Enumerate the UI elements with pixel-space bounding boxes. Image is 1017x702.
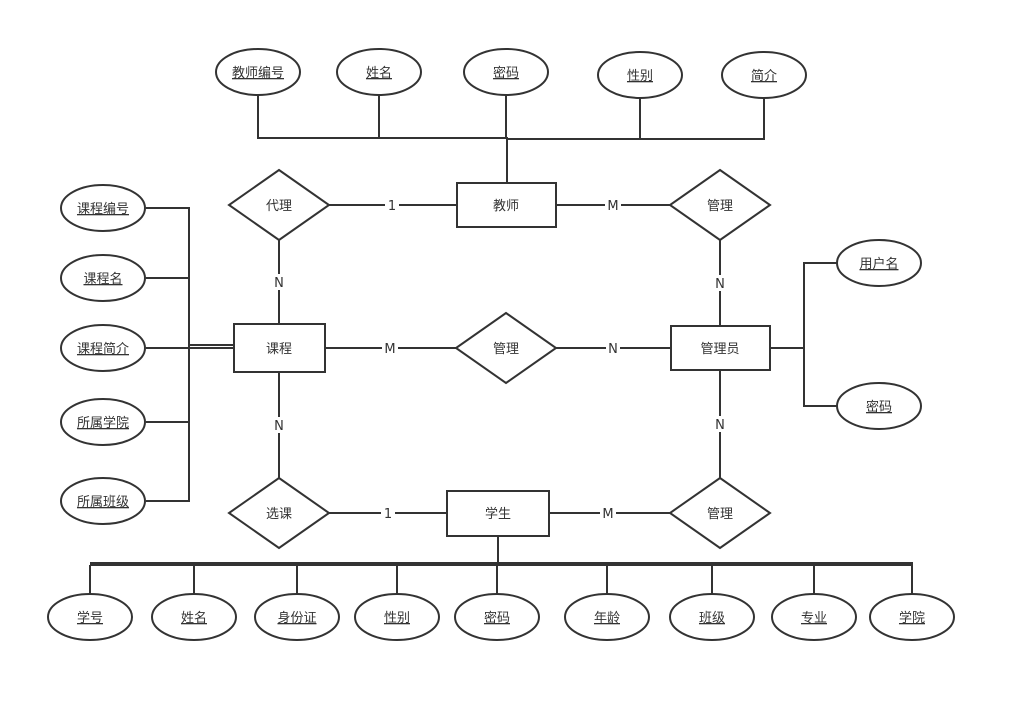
attribute-label: 年龄 bbox=[594, 611, 620, 626]
relationship-select: 选课 bbox=[227, 476, 331, 550]
admin-attr-line bbox=[803, 262, 837, 407]
attribute-label: 班级 bbox=[699, 611, 725, 626]
attribute-label: 课程编号 bbox=[77, 202, 129, 217]
attribute-label: 密码 bbox=[484, 610, 510, 626]
admin-attributes: 用户名 密码 bbox=[836, 239, 922, 430]
attribute-label: 课程简介 bbox=[77, 341, 129, 357]
attribute-ellipse bbox=[564, 593, 650, 641]
entity-label: 课程 bbox=[266, 342, 292, 357]
attribute-label: 姓名 bbox=[181, 610, 207, 626]
card-label: M bbox=[607, 199, 618, 214]
teacher-attr-line-5 bbox=[640, 98, 765, 140]
attribute-ellipse bbox=[336, 48, 422, 96]
entity-admin: 管理员 bbox=[670, 325, 771, 371]
student-attributes: 学号 姓名 身份证 性别 密码 年龄 班级 专业 学院 bbox=[47, 593, 955, 641]
entity-student: 学生 bbox=[446, 490, 550, 537]
relationship-manage-bottom: 管理 bbox=[668, 476, 772, 550]
card-label: N bbox=[608, 342, 618, 357]
relationship-label: 选课 bbox=[266, 507, 292, 522]
attribute-label: 学号 bbox=[77, 610, 103, 626]
attribute-ellipse bbox=[215, 48, 301, 96]
entity-course: 课程 bbox=[233, 323, 326, 373]
attribute-label: 专业 bbox=[801, 611, 827, 626]
attribute-label: 学院 bbox=[899, 610, 925, 626]
attribute-label: 身份证 bbox=[277, 610, 316, 626]
teacher-attr-line-4 bbox=[507, 98, 641, 140]
entity-label: 学生 bbox=[485, 506, 511, 522]
relationship-manage-top: 管理 bbox=[668, 168, 772, 242]
card-label: N bbox=[274, 276, 284, 291]
attribute-ellipse bbox=[869, 593, 955, 641]
attribute-ellipse bbox=[836, 239, 922, 287]
card-label: N bbox=[274, 419, 284, 434]
card-label: M bbox=[384, 342, 395, 357]
course-attr-line-1 bbox=[146, 207, 190, 502]
relationship-manage-mid: 管理 bbox=[454, 311, 558, 385]
card-label: 1 bbox=[384, 507, 392, 522]
attribute-ellipse bbox=[454, 593, 540, 641]
attribute-label: 教师编号 bbox=[232, 65, 284, 81]
teacher-attr-line-1 bbox=[257, 95, 508, 183]
relationship-label: 代理 bbox=[266, 199, 292, 214]
cardinality-labels: 1 N M N M N N 1 M N bbox=[272, 197, 727, 522]
attribute-label: 简介 bbox=[751, 68, 777, 84]
attribute-ellipse bbox=[60, 398, 146, 446]
card-label: N bbox=[715, 277, 725, 292]
attribute-label: 所属学院 bbox=[77, 415, 129, 431]
relationship-label: 管理 bbox=[493, 342, 519, 357]
attribute-ellipse bbox=[60, 254, 146, 302]
teacher-attributes: 教师编号 姓名 密码 性别 简介 bbox=[215, 48, 807, 99]
attribute-ellipse bbox=[354, 593, 440, 641]
attribute-ellipse bbox=[597, 51, 683, 99]
attribute-ellipse bbox=[151, 593, 237, 641]
attribute-label: 性别 bbox=[627, 69, 653, 84]
card-label: 1 bbox=[388, 199, 396, 214]
attribute-ellipse bbox=[721, 51, 807, 99]
attribute-label: 课程名 bbox=[83, 271, 122, 287]
attribute-label: 姓名 bbox=[366, 65, 392, 81]
attribute-label: 用户名 bbox=[859, 256, 898, 272]
attribute-label: 性别 bbox=[384, 611, 410, 626]
attribute-label: 密码 bbox=[866, 399, 892, 415]
attribute-ellipse bbox=[669, 593, 755, 641]
course-attributes: 课程编号 课程名 课程简介 所属学院 所属班级 bbox=[60, 184, 146, 525]
attribute-ellipse bbox=[771, 593, 857, 641]
attribute-ellipse bbox=[254, 593, 340, 641]
entity-label: 教师 bbox=[493, 198, 519, 214]
card-label: M bbox=[602, 507, 613, 522]
attribute-ellipse bbox=[60, 324, 146, 372]
attribute-label: 密码 bbox=[493, 65, 519, 81]
card-label: N bbox=[715, 418, 725, 433]
attribute-label: 所属班级 bbox=[77, 495, 129, 510]
relationship-agent: 代理 bbox=[227, 168, 331, 242]
attribute-ellipse bbox=[60, 184, 146, 232]
entity-teacher: 教师 bbox=[456, 182, 557, 228]
attribute-ellipse bbox=[463, 48, 549, 96]
attribute-ellipse bbox=[60, 477, 146, 525]
attribute-ellipse bbox=[836, 382, 922, 430]
entity-label: 管理员 bbox=[700, 342, 739, 357]
relationship-label: 管理 bbox=[707, 507, 733, 522]
attribute-ellipse bbox=[47, 593, 133, 641]
relationship-label: 管理 bbox=[707, 199, 733, 214]
